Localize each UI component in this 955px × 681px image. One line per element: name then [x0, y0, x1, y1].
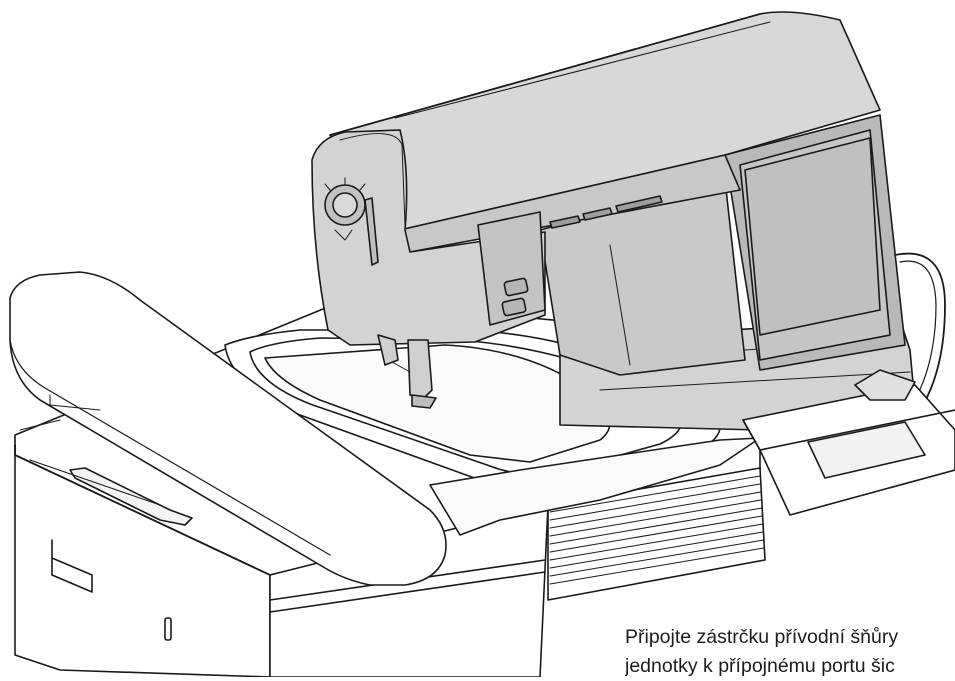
carriage-vent	[547, 467, 766, 601]
caption-line-1: Připojte zástrčku přívodní šňůry	[625, 626, 899, 648]
embroidery-arm	[9, 271, 447, 586]
power-cable	[894, 252, 946, 411]
release-button[interactable]	[854, 369, 916, 401]
control-panel	[742, 369, 955, 516]
fabric	[429, 437, 761, 536]
carry-handle[interactable]	[69, 467, 193, 526]
take-up-lever	[364, 197, 379, 266]
slot-icon	[164, 617, 172, 641]
caption-line-2: jednotky k přípojnému portu šic	[625, 655, 895, 677]
indicator-slots	[549, 195, 663, 229]
display-screen	[807, 421, 926, 479]
instruction-caption: Připojte zástrčku přívodní šňůry jednotk…	[625, 623, 955, 681]
start-stop-button[interactable]	[503, 277, 529, 297]
presser-foot	[377, 334, 437, 409]
stitch-dial-icon	[324, 177, 366, 241]
reverse-button[interactable]	[501, 297, 527, 317]
